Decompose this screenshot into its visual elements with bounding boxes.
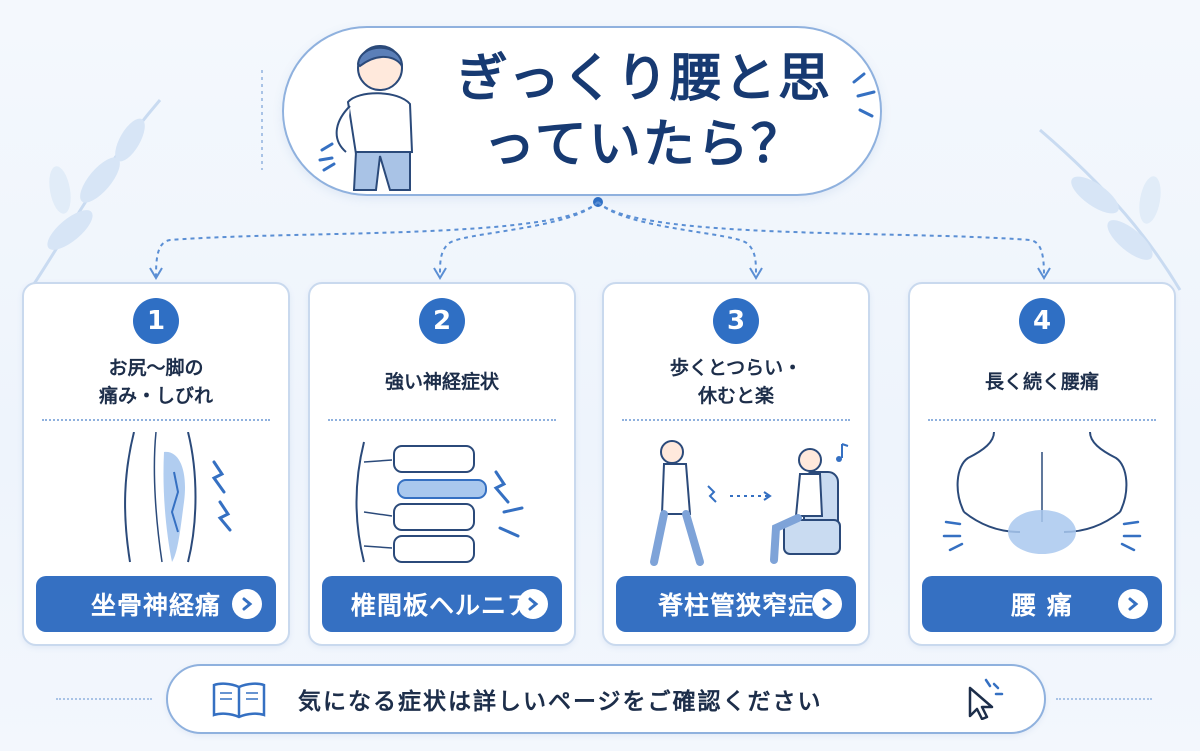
card-description: 歩くとつらい・ 休むと楽 [669,357,803,407]
branch-connector [149,70,1051,280]
leaf-decoration-left-icon [28,99,162,291]
card-number-badge: 2 [419,298,465,344]
card-divider [328,419,556,421]
card-description: お尻〜脚の 痛み・しびれ [98,357,213,407]
card-number-badge: 4 [1019,298,1065,344]
symptom-card-3: 3 歩くとつらい・ 休むと楽 脊柱管狭窄症 [602,282,870,646]
chevron-right-icon [232,589,262,619]
symptom-card-1: 1 お尻〜脚の 痛み・しびれ 坐骨神経痛 [22,282,290,646]
button-label: 脊柱管狭窄症 [657,591,814,620]
symptom-card-2: 2 強い神経症状 椎間板ヘルニア [308,282,576,646]
button-low-back-pain[interactable]: 腰 痛 [922,576,1162,632]
card-divider [622,419,850,421]
chevron-right-icon [812,589,842,619]
button-disc-herniation[interactable]: 椎間板ヘルニア [322,576,562,632]
card-divider [42,419,270,421]
walk-then-rest-icon [650,440,849,566]
button-label: 坐骨神経痛 [90,591,221,620]
back-pain-icon [942,432,1142,554]
card-divider [928,419,1156,421]
button-sciatica[interactable]: 坐骨神経痛 [36,576,276,632]
footer-message: 気になる症状は詳しいページをご確認ください [298,689,823,715]
button-spinal-stenosis[interactable]: 脊柱管狭窄症 [616,576,856,632]
footer-divider-right [1056,698,1152,700]
card-number-badge: 1 [133,298,179,344]
open-book-icon [212,682,266,719]
button-label: 椎間板ヘルニア [350,591,533,620]
card-description: 強い神経症状 [384,371,499,393]
cursor-icon [968,678,1004,720]
chevron-right-icon [1118,589,1148,619]
footer-divider-left [56,698,152,700]
leg-pain-icon [124,432,232,563]
emphasis-lines-icon [852,72,876,118]
card-description: 長く続く腰痛 [984,371,1099,393]
symptom-card-4: 4 長く続く腰痛 腰 痛 [908,282,1176,646]
spine-disc-icon [355,441,524,563]
footer-banner[interactable]: 気になる症状は詳しいページをご確認ください [166,664,1046,734]
card-number-badge: 3 [713,298,759,344]
chevron-right-icon [518,589,548,619]
leaf-decoration-right-icon [1039,128,1182,291]
page-title: ぎっくり腰と思っていたら？ [456,49,832,175]
title-banner: ぎっくり腰と思っていたら？ [282,26,882,196]
button-label: 腰 痛 [1011,591,1073,620]
back-pain-person-icon [318,45,414,191]
